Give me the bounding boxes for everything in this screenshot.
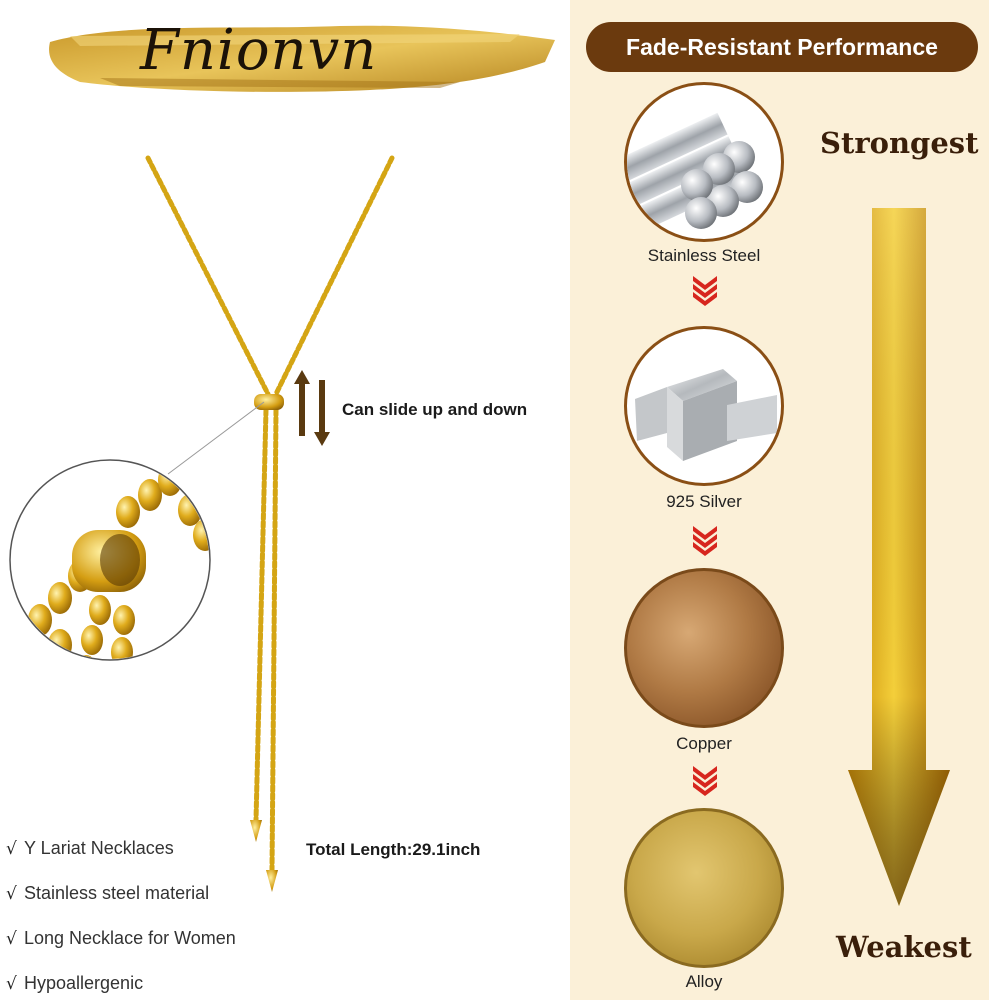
- check-icon: √: [6, 838, 17, 859]
- material-label: 925 Silver: [666, 492, 742, 511]
- necklace-illustration: [9, 155, 395, 892]
- slide-label: Can slide up and down: [342, 400, 528, 419]
- check-icon: √: [6, 928, 17, 949]
- red-down-chevrons-icon: [693, 526, 717, 556]
- feature-item: √ Stainless steel material: [6, 871, 236, 916]
- brand-logo: Fnionvn: [140, 18, 378, 83]
- material-label: Alloy: [685, 972, 723, 991]
- check-icon: √: [6, 973, 17, 994]
- stainless-steel-image: [624, 82, 784, 242]
- fade-resistant-title-badge: Fade-Resistant Performance: [586, 22, 978, 72]
- alloy-texture-image: [624, 808, 784, 968]
- strongest-label: Strongest: [820, 126, 979, 160]
- feature-text: Long Necklace for Women: [24, 928, 236, 948]
- feature-text: Stainless steel material: [24, 883, 210, 903]
- material-label: Copper: [676, 734, 732, 753]
- silver-bar-image: [624, 326, 784, 486]
- material-label: Stainless Steel: [647, 246, 761, 265]
- feature-text: Y Lariat Necklaces: [24, 838, 174, 858]
- check-icon: √: [6, 883, 17, 904]
- red-down-chevrons-icon: [693, 276, 717, 306]
- weakest-label: Weakest: [836, 930, 972, 964]
- steel-rods-icon: [627, 112, 763, 229]
- up-down-arrow-icon: [294, 370, 330, 446]
- gold-brush-banner: [49, 25, 556, 92]
- total-length-label: Total Length:29.1inch: [306, 840, 481, 859]
- feature-text: Hypoallergenic: [24, 973, 144, 993]
- silver-bars-icon: [635, 369, 777, 461]
- feature-item: √ Y Lariat Necklaces: [6, 826, 236, 871]
- strength-down-arrow-icon: [848, 208, 950, 906]
- feature-list: √ Y Lariat Necklaces √ Stainless steel m…: [6, 826, 236, 1006]
- copper-texture-image: [624, 568, 784, 728]
- feature-item: √ Hypoallergenic: [6, 961, 236, 1006]
- feature-item: √ Long Necklace for Women: [6, 916, 236, 961]
- red-down-chevrons-icon: [693, 766, 717, 796]
